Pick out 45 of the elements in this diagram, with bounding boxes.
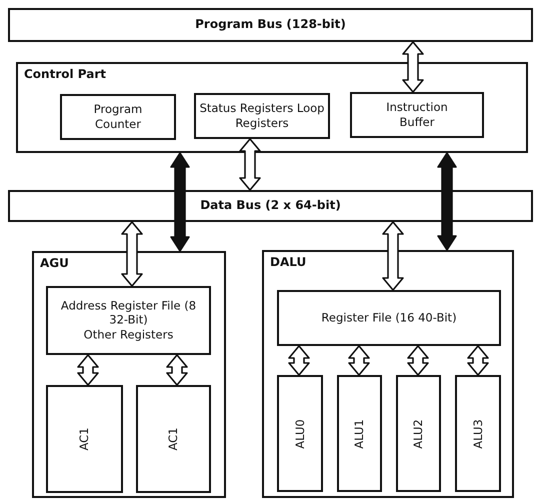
box-label: ALU0 bbox=[292, 418, 308, 448]
unit-box bbox=[277, 375, 323, 492]
register-box bbox=[277, 290, 501, 346]
box-label: Register File (16 40-Bit) bbox=[321, 310, 457, 326]
unit-box bbox=[46, 385, 123, 493]
bus-label: Data Bus (2 x 64-bit) bbox=[200, 198, 341, 214]
unit-title: Control Part bbox=[24, 67, 106, 81]
box-label: Address Register File (8 32-Bit) bbox=[60, 298, 198, 328]
bus-arrow bbox=[437, 152, 457, 251]
box-label: AC1 bbox=[77, 428, 92, 450]
bus-arrow bbox=[288, 345, 310, 376]
unit-box bbox=[337, 375, 382, 492]
box-label: Status Registers Loop Registers bbox=[200, 101, 324, 131]
bus-arrow bbox=[170, 152, 190, 252]
bus-arrow bbox=[239, 138, 261, 191]
box-label: Other Registers bbox=[84, 328, 174, 343]
unit-box bbox=[455, 375, 501, 492]
bus-arrow bbox=[166, 354, 188, 386]
unit-box bbox=[136, 385, 211, 493]
bus-arrow bbox=[348, 345, 370, 376]
register-box bbox=[350, 92, 484, 138]
bus-arrow bbox=[382, 221, 404, 291]
bus-arrow bbox=[467, 345, 489, 376]
bus-label: Program Bus (128-bit) bbox=[195, 17, 346, 33]
bus-arrow bbox=[407, 345, 429, 376]
bus-bar bbox=[8, 8, 533, 42]
box-label: Program Counter bbox=[92, 102, 144, 132]
unit-title: AGU bbox=[40, 256, 69, 270]
box-label: ALU2 bbox=[411, 418, 426, 448]
box-label: AC1 bbox=[166, 428, 181, 450]
unit-box bbox=[396, 375, 441, 492]
unit-panel bbox=[32, 251, 226, 498]
bus-arrow bbox=[77, 354, 99, 386]
unit-panel bbox=[16, 62, 528, 153]
bus-arrow bbox=[121, 221, 143, 287]
register-box bbox=[60, 94, 176, 140]
unit-panel bbox=[262, 250, 514, 498]
box-label: Instruction Buffer bbox=[385, 100, 449, 130]
bus-arrow bbox=[402, 41, 424, 93]
register-box bbox=[46, 286, 211, 355]
bus-bar bbox=[8, 190, 533, 222]
unit-title: DALU bbox=[270, 255, 306, 269]
box-label: ALU3 bbox=[470, 418, 486, 448]
box-label: ALU1 bbox=[352, 418, 367, 448]
register-box bbox=[194, 93, 330, 139]
